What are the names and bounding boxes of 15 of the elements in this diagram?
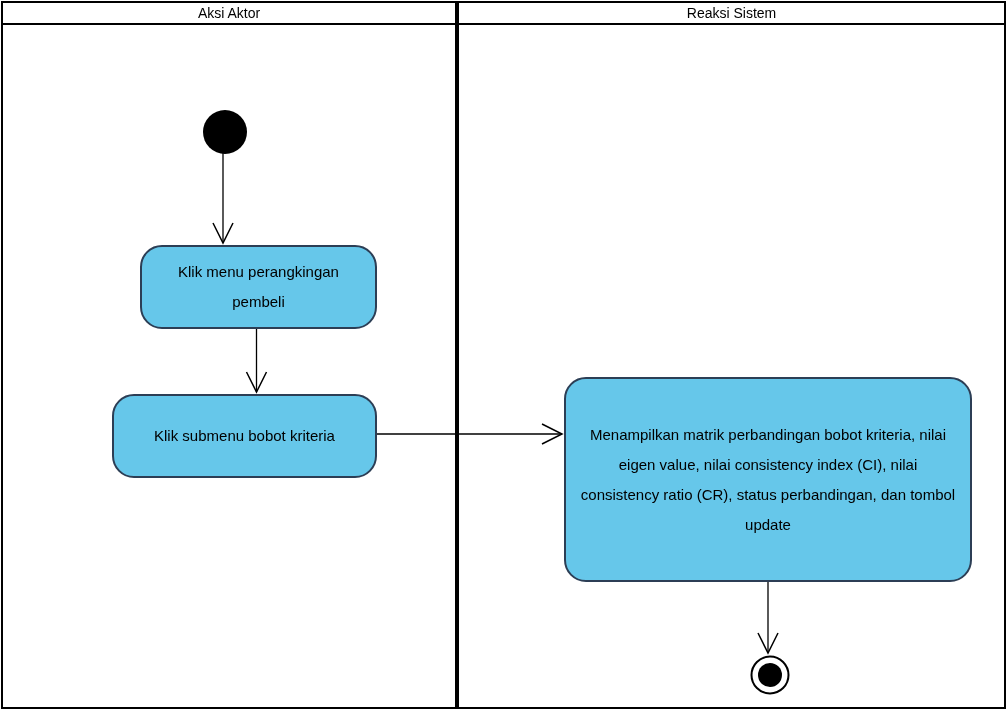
action-text: Klik menu perangkingan pembeli [177,262,340,312]
lane-title: Aksi Aktor [197,3,261,23]
action-box [140,245,377,329]
swimlane [457,1,1006,709]
arrow [212,151,234,244]
action-box [112,394,377,478]
arrow [757,579,779,654]
lane-title: Reaksi Sistem [686,3,777,23]
arrow [245,326,268,393]
action-box [564,377,972,582]
action-text: Klik submenu bobot kriteria [154,426,335,446]
swimlane [1,1,457,709]
final-node [750,655,790,695]
action-text: Menampilkan matrik perbandingan bobot kriteria, nilai eigen value, nilai consistency index (CI), nilai consistency ratio (CR), status perbandingan, dan tombol update [579,424,957,535]
initial-node [203,110,247,154]
